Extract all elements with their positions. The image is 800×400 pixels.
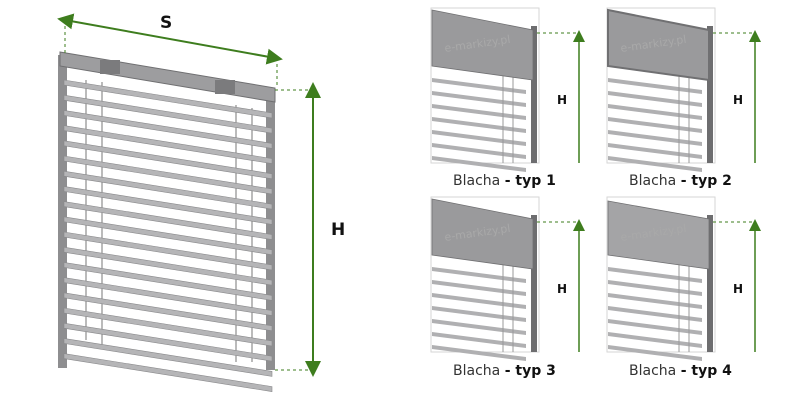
- height-label: H: [733, 93, 743, 107]
- slat: [63, 79, 273, 119]
- right-rail: [266, 90, 275, 370]
- left-rail: [58, 55, 67, 368]
- slat: [63, 216, 273, 256]
- variant-caption: Blacha - typ 1: [453, 173, 556, 189]
- side-rail: [707, 215, 713, 352]
- height-label: H: [733, 282, 743, 296]
- cover-plate: [431, 9, 534, 81]
- height-label: H: [331, 220, 345, 240]
- variant-caption: Blacha - typ 4: [629, 363, 732, 379]
- slat: [608, 345, 702, 361]
- slat: [432, 345, 526, 361]
- slat: [63, 322, 273, 362]
- side-rail: [531, 26, 537, 163]
- slat: [63, 94, 273, 134]
- variant-caption: Blacha - typ 3: [453, 363, 556, 379]
- slat: [63, 292, 273, 332]
- width-label: S: [160, 13, 172, 33]
- slat: [63, 170, 273, 210]
- slat: [63, 140, 273, 180]
- slat: [63, 110, 273, 149]
- slat: [63, 201, 273, 240]
- variant-caption: Blacha - typ 2: [629, 173, 732, 189]
- slat: [63, 186, 273, 225]
- width-dimension-arrow: [57, 13, 283, 65]
- slat: [63, 246, 273, 286]
- cover-plate: [431, 198, 534, 270]
- head-rail: [59, 51, 276, 103]
- height-label: H: [557, 282, 567, 296]
- side-rail: [531, 215, 537, 352]
- slat: [63, 353, 273, 392]
- slat: [63, 125, 273, 164]
- height-label: H: [557, 93, 567, 107]
- slat: [63, 262, 273, 301]
- main-blind: [58, 51, 276, 392]
- bracket: [100, 60, 120, 74]
- side-rail: [707, 26, 713, 163]
- bracket: [215, 80, 235, 94]
- slat: [63, 307, 273, 347]
- slat: [63, 155, 273, 195]
- cover-plate: [607, 200, 710, 270]
- slat: [63, 338, 273, 377]
- slat: [432, 156, 526, 172]
- slat: [63, 277, 273, 316]
- slat: [608, 156, 702, 172]
- cover-plate: [607, 8, 710, 82]
- slat: [63, 231, 273, 271]
